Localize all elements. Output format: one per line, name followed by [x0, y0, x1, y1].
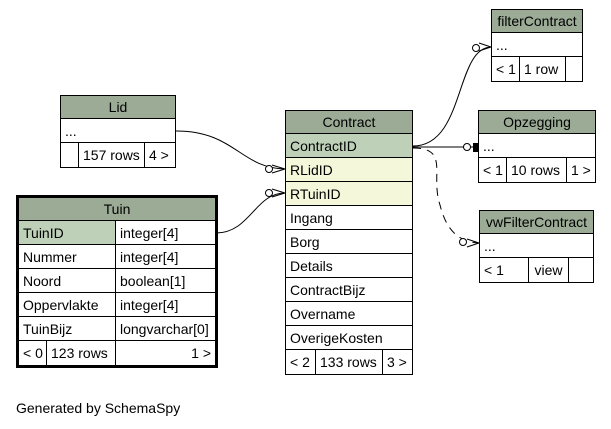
table-filtercontract-columns: ...	[492, 33, 582, 57]
parents-count	[61, 143, 78, 167]
column-name: RLidID	[286, 158, 412, 181]
table-opzegging-footer: < 1 10 rows 1 >	[479, 158, 595, 182]
columns-placeholder: ...	[483, 137, 495, 154]
table-opzegging-header[interactable]: Opzegging	[479, 111, 595, 134]
column-type: integer[4]	[115, 245, 215, 268]
table-vwfiltercontract[interactable]: vwFilterContract ... < 1 view	[479, 210, 594, 283]
column-name: RTuinID	[286, 182, 412, 205]
column-name: OverigeKosten	[290, 329, 383, 346]
edge-contract-filtercontract-optional-marker	[472, 44, 480, 52]
children-count	[568, 258, 593, 282]
table-row[interactable]: Borg	[286, 230, 412, 254]
edge-contract-vwfiltercontract-optional-marker	[459, 238, 467, 246]
children-count[interactable]: 1 >	[566, 158, 595, 182]
children-count[interactable]: 1 >	[115, 341, 215, 365]
row-count: 10 rows	[506, 158, 566, 182]
table-lid[interactable]: Lid ... 157 rows 4 >	[60, 95, 176, 168]
columns-placeholder: ...	[484, 237, 496, 254]
table-row[interactable]: TuinBijz longvarchar[0]	[19, 317, 215, 341]
column-name: Ingang	[290, 209, 333, 226]
table-filtercontract[interactable]: filterContract ... < 1 1 row	[491, 9, 583, 82]
table-row[interactable]: ContractBijz	[286, 278, 412, 302]
edge-tuin-contract-optional-marker	[265, 189, 273, 197]
column-type: boolean[1]	[115, 269, 215, 292]
edge-lid-contract-optional-marker	[265, 165, 273, 173]
table-row[interactable]: Nummer integer[4]	[19, 245, 215, 269]
table-vwfiltercontract-footer: < 1 view	[480, 258, 593, 282]
column-name: ContractBijz	[290, 281, 366, 298]
table-opzegging-columns: ...	[479, 134, 595, 158]
table-tuin[interactable]: Tuin TuinID integer[4] Nummer integer[4]…	[16, 195, 218, 368]
parents-count[interactable]: < 1	[496, 61, 516, 77]
table-row[interactable]: Oppervlakte integer[4]	[19, 293, 215, 317]
table-filtercontract-footer: < 1 1 row	[492, 57, 582, 81]
table-row[interactable]: Noord boolean[1]	[19, 269, 215, 293]
edge-tuin-contract	[215, 192, 286, 234]
column-name: Oppervlakte	[23, 296, 99, 313]
edge-contract-vwfiltercontract	[412, 147, 480, 244]
table-row[interactable]: RTuinID	[286, 182, 412, 206]
column-name: Overname	[290, 305, 356, 322]
table-lid-header[interactable]: Lid	[61, 96, 175, 119]
column-name: Details	[290, 257, 333, 274]
table-contract-header[interactable]: Contract	[286, 111, 412, 134]
columns-placeholder: ...	[65, 122, 77, 139]
column-type: longvarchar[0]	[115, 317, 215, 340]
parents-count[interactable]: < 0	[23, 345, 43, 361]
children-count[interactable]: 3 >	[382, 350, 412, 374]
table-contract-footer: < 2 133 rows 3 >	[286, 350, 412, 374]
parents-count[interactable]: < 1	[484, 262, 504, 278]
column-name: Nummer	[23, 248, 77, 265]
column-type: integer[4]	[115, 221, 215, 244]
table-vwfiltercontract-header[interactable]: vwFilterContract	[480, 211, 593, 234]
column-name: Borg	[290, 233, 320, 250]
table-row[interactable]: RLidID	[286, 158, 412, 182]
column-name: TuinBijz	[23, 320, 73, 337]
row-count: 123 rows	[46, 341, 115, 365]
edge-lid-contract	[175, 130, 286, 170]
edge-contract-filtercontract	[412, 46, 492, 147]
column-name: Noord	[23, 272, 62, 289]
edge-contract-opzegging-one-marker	[473, 143, 478, 152]
row-count: 1 row	[519, 57, 565, 81]
edge-contract-opzegging-optional-marker	[463, 143, 471, 151]
generated-by-caption: Generated by SchemaSpy	[16, 400, 181, 416]
table-lid-columns: ...	[61, 119, 175, 143]
table-row[interactable]: Details	[286, 254, 412, 278]
table-row[interactable]: TuinID integer[4]	[19, 221, 215, 245]
column-type: integer[4]	[115, 293, 215, 316]
table-tuin-footer: < 0 123 rows 1 >	[19, 341, 215, 365]
table-tuin-header[interactable]: Tuin	[19, 198, 215, 221]
row-count: 133 rows	[315, 350, 382, 374]
column-name: TuinID	[19, 221, 115, 244]
table-contract[interactable]: Contract ContractID RLidID RTuinID Ingan…	[285, 110, 413, 375]
parents-count[interactable]: < 1	[483, 162, 503, 178]
column-name: ContractID	[286, 134, 412, 157]
row-count: view	[528, 258, 568, 282]
columns-placeholder: ...	[496, 36, 508, 53]
table-row[interactable]: OverigeKosten	[286, 326, 412, 350]
table-filtercontract-header[interactable]: filterContract	[492, 10, 582, 33]
table-row[interactable]: Overname	[286, 302, 412, 326]
table-row[interactable]: ContractID	[286, 134, 412, 158]
children-count[interactable]: 4 >	[144, 143, 175, 167]
children-count	[565, 57, 582, 81]
table-row[interactable]: Ingang	[286, 206, 412, 230]
table-lid-footer: 157 rows 4 >	[61, 143, 175, 167]
table-opzegging[interactable]: Opzegging ... < 1 10 rows 1 >	[478, 110, 596, 183]
row-count: 157 rows	[78, 143, 144, 167]
table-vwfiltercontract-columns: ...	[480, 234, 593, 258]
parents-count[interactable]: < 2	[290, 354, 310, 370]
